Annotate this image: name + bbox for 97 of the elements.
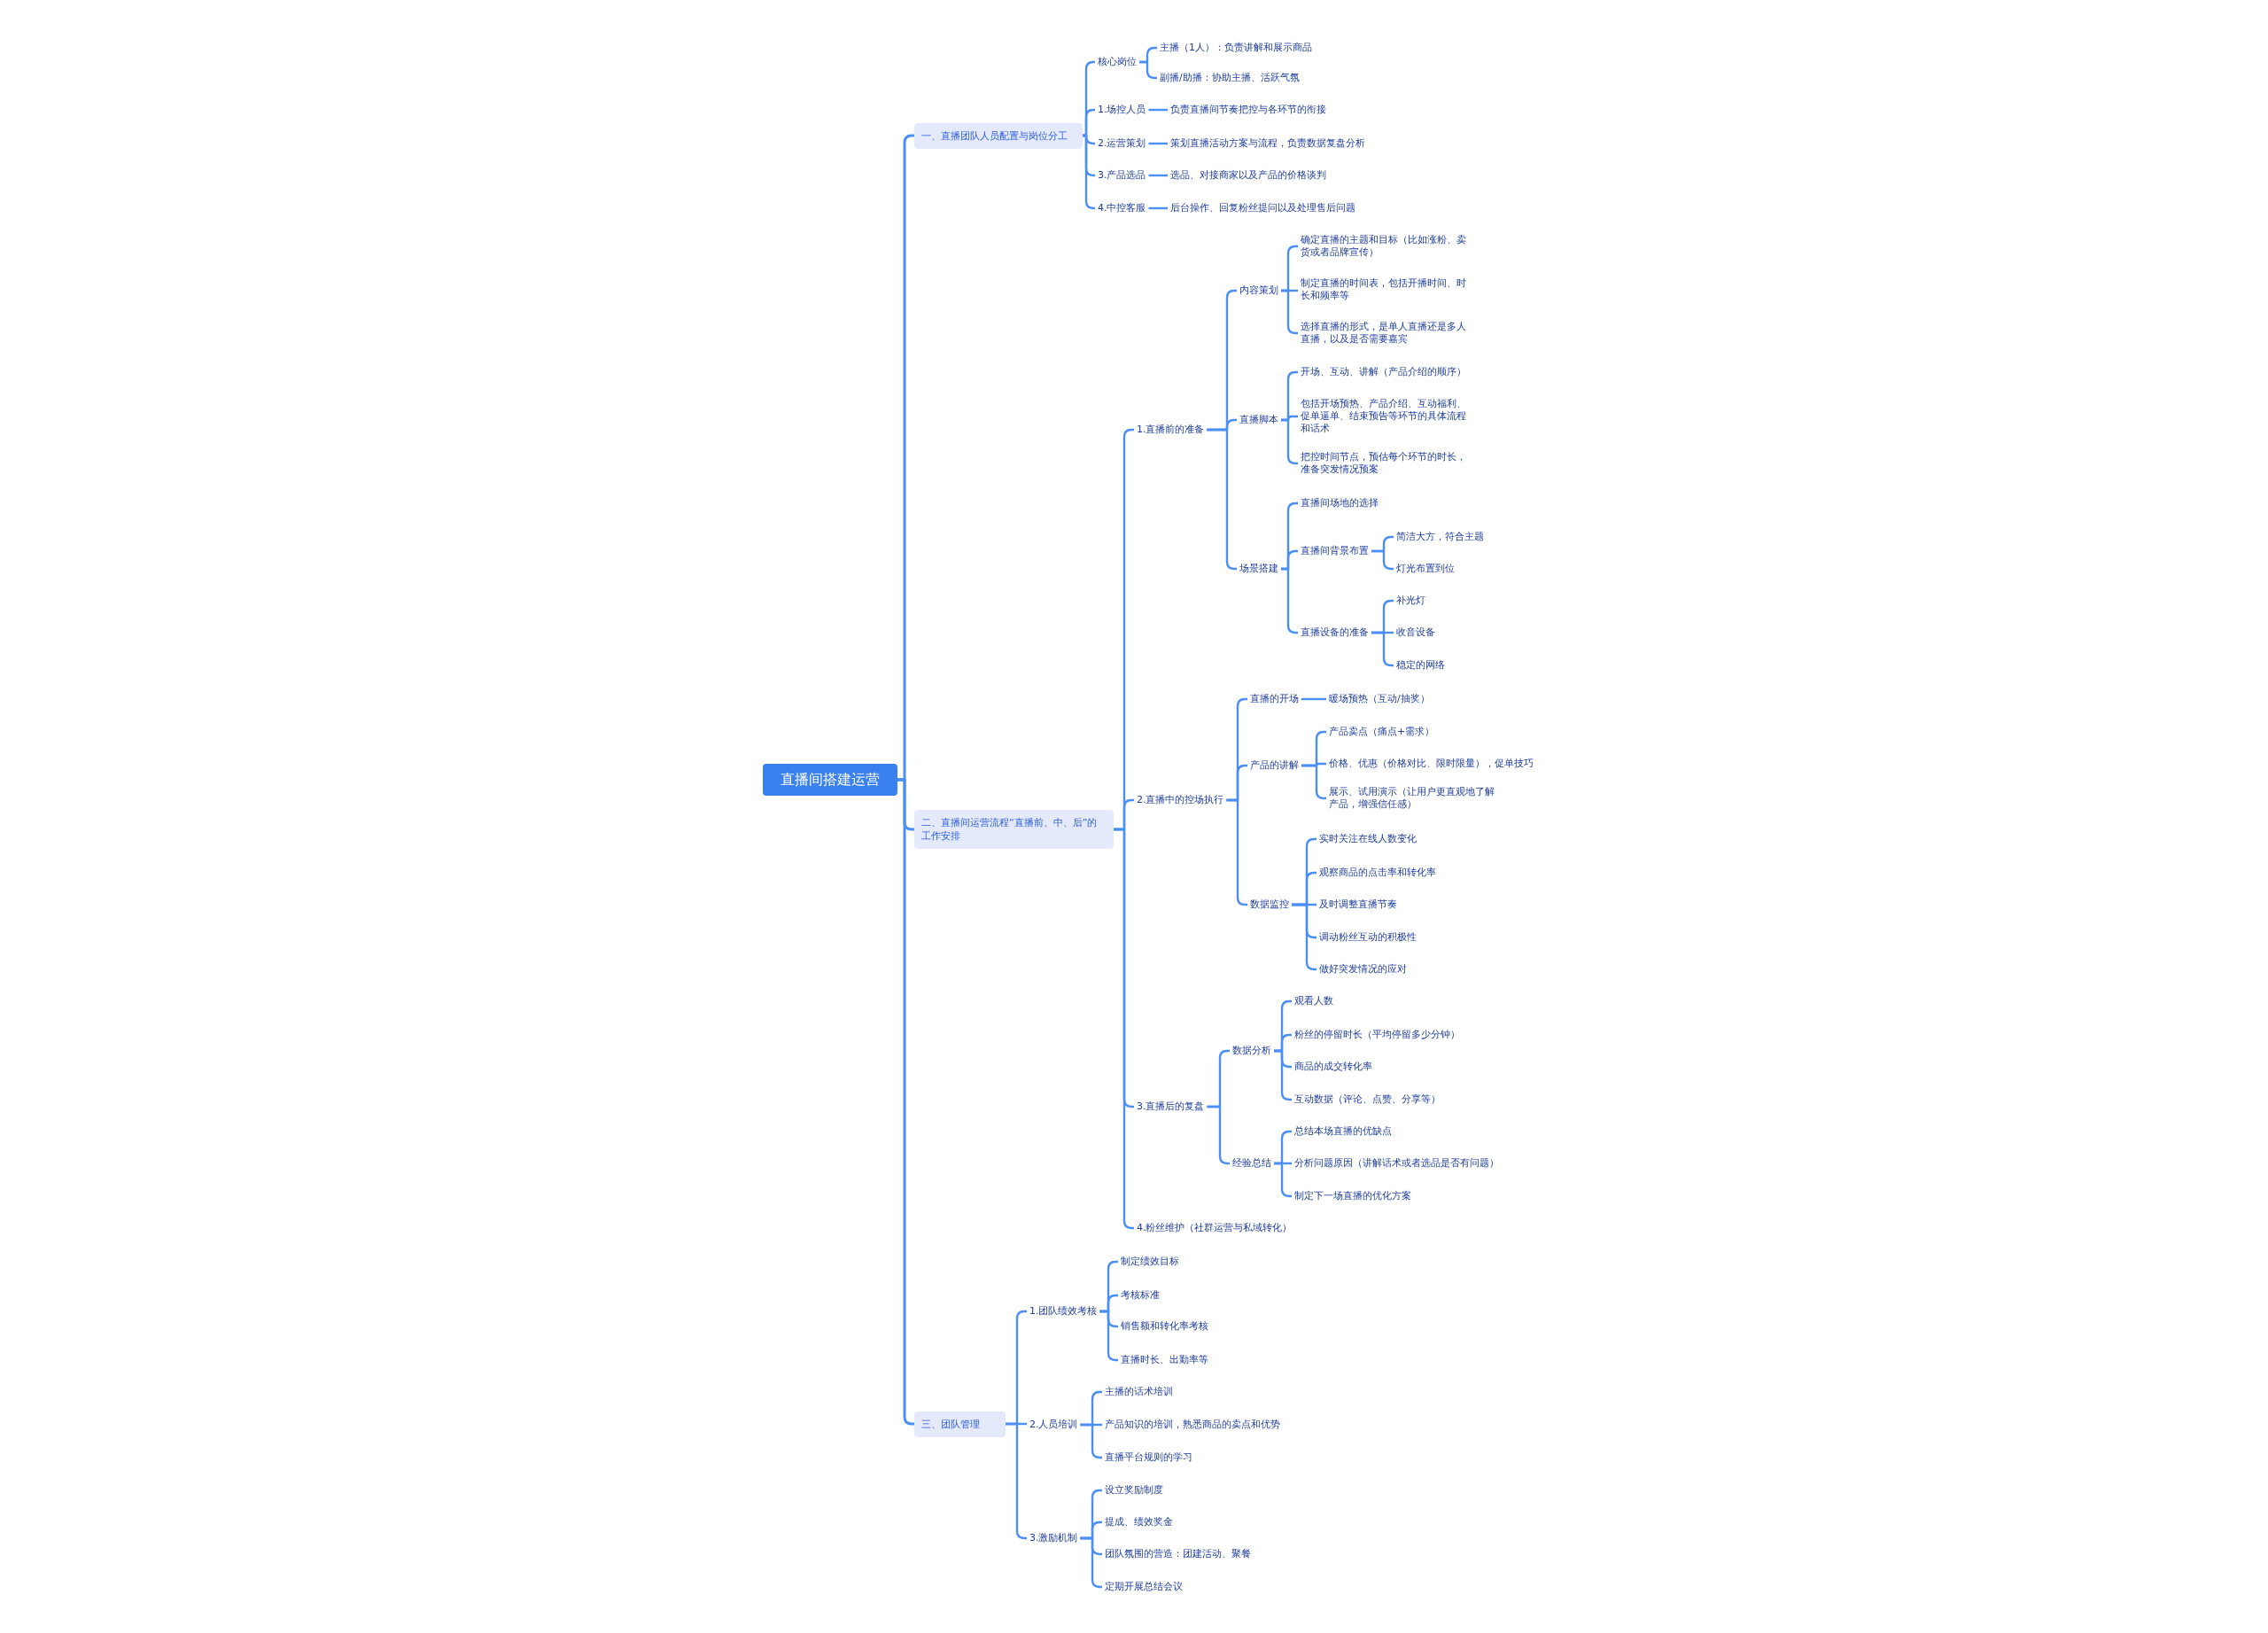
connector-line xyxy=(1148,174,1168,177)
subtopic-text: 粉丝的停留时长（平均停留多少分钟） xyxy=(1292,1028,1463,1042)
subtopic-text: 1.直播前的准备 xyxy=(1134,423,1208,437)
subtopic-text: 核心岗位 xyxy=(1095,55,1139,69)
subtopic-text: 主播（1人）：负责讲解和展示商品 xyxy=(1157,41,1315,55)
main-topic-box: 三、团队管理 xyxy=(914,1411,1006,1437)
subtopic-text: 互动数据（评论、点赞、分享等） xyxy=(1292,1093,1443,1107)
subtopic-text: 数据监控 xyxy=(1247,898,1292,912)
subtopic-text: 展示、试用演示（让用户更直观地了解产品，增强信任感） xyxy=(1326,785,1503,812)
subtopic-text: 选择直播的形式，是单人直播还是多人直播，以及是否需要嘉宾 xyxy=(1298,320,1475,346)
subtopic-text: 3.产品选品 xyxy=(1095,168,1149,183)
connector-line xyxy=(1281,418,1298,465)
connector-line xyxy=(1080,1536,1102,1589)
connector-line xyxy=(1083,134,1095,210)
subtopic-text: 制定直播的时间表，包括开播时间、时长和频率等 xyxy=(1298,276,1475,303)
subtopic-text: 选品、对接商家以及产品的价格谈判 xyxy=(1168,168,1329,183)
connector-line xyxy=(1207,428,1237,571)
subtopic-text: 3.激励机制 xyxy=(1027,1531,1081,1545)
connector-line xyxy=(1274,1049,1292,1101)
subtopic-text: 价格、优惠（价格对比、限时限量），促单技巧 xyxy=(1326,757,1536,771)
subtopic-text: 产品卖点（痛点+需求） xyxy=(1326,725,1438,739)
connector-line xyxy=(1083,108,1095,137)
connector-line xyxy=(1226,798,1247,906)
subtopic-text: 调动粉丝互动的积极性 xyxy=(1317,930,1419,945)
subtopic-text: 考核标准 xyxy=(1118,1288,1162,1303)
subtopic-text: 1.团队绩效考核 xyxy=(1027,1304,1100,1318)
subtopic-text: 做好突发情况的应对 xyxy=(1317,962,1410,976)
subtopic-text: 产品的讲解 xyxy=(1247,758,1301,773)
connector-line xyxy=(1274,1162,1292,1198)
subtopic-text: 策划直播活动方案与流程，负责数据复盘分析 xyxy=(1168,136,1368,151)
subtopic-text: 直播间背景布置 xyxy=(1298,544,1371,558)
subtopic-text: 2.直播中的控场执行 xyxy=(1134,793,1227,807)
subtopic-text: 4.粉丝维护（社群运营与私域转化） xyxy=(1134,1221,1295,1235)
subtopic-text: 副播/助播：协助主播、活跃气氛 xyxy=(1157,71,1302,85)
subtopic-text: 观察商品的点击率和转化率 xyxy=(1317,866,1439,880)
subtopic-text: 2.运营策划 xyxy=(1095,136,1149,151)
subtopic-text: 直播间场地的选择 xyxy=(1298,496,1381,510)
main-topic-box: 二、直播间运营流程“直播前、中、后”的工作安排 xyxy=(914,810,1114,849)
subtopic-text: 直播设备的准备 xyxy=(1298,626,1371,640)
subtopic-text: 负责直播间节奏把控与各环节的衔接 xyxy=(1168,103,1329,117)
subtopic-text: 后台操作、回复粉丝提问以及处理售后问题 xyxy=(1168,201,1358,215)
connector-line xyxy=(1207,1105,1230,1165)
subtopic-text: 暖场预热（互动/抽奖） xyxy=(1326,692,1433,706)
connector-line xyxy=(1139,60,1157,80)
subtopic-text: 确定直播的主题和目标（比如涨粉、卖货或者品牌宣传） xyxy=(1298,233,1475,260)
connector-line xyxy=(1148,108,1168,112)
subtopic-text: 分析问题原因（讲解话术或者选品是否有问题） xyxy=(1292,1156,1502,1170)
subtopic-text: 及时调整直播节奏 xyxy=(1317,898,1400,912)
subtopic-text: 包括开场预热、产品介绍、互动福利、促单逼单、结束预告等环节的具体流程和话术 xyxy=(1298,397,1475,436)
subtopic-text: 团队氛围的营造：团建活动、聚餐 xyxy=(1102,1547,1254,1561)
subtopic-text: 内容策划 xyxy=(1237,284,1281,298)
subtopic-text: 提成、绩效奖金 xyxy=(1102,1515,1176,1529)
subtopic-text: 灯光布置到位 xyxy=(1394,562,1457,576)
subtopic-text: 直播的开场 xyxy=(1247,692,1301,706)
central-topic-box: 直播间搭建运营 xyxy=(763,764,897,796)
connector-line xyxy=(1292,903,1317,971)
subtopic-text: 场景搭建 xyxy=(1237,562,1281,576)
connector-line xyxy=(1281,289,1298,335)
subtopic-text: 2.人员培训 xyxy=(1027,1418,1081,1432)
subtopic-text: 制定绩效目标 xyxy=(1118,1255,1182,1269)
main-topic-box: 一、直播团队人员配置与岗位分工 xyxy=(914,122,1083,149)
subtopic-text: 1.场控人员 xyxy=(1095,103,1149,117)
connector-line xyxy=(1080,1423,1102,1459)
subtopic-text: 制定下一场直播的优化方案 xyxy=(1292,1189,1414,1203)
subtopic-text: 产品知识的培训，熟悉商品的卖点和优势 xyxy=(1102,1418,1283,1432)
subtopic-text: 经验总结 xyxy=(1230,1156,1274,1170)
subtopic-text: 简洁大方，符合主题 xyxy=(1394,530,1487,544)
connector-line xyxy=(1301,764,1326,800)
subtopic-text: 数据分析 xyxy=(1230,1044,1274,1058)
connector-line xyxy=(1148,142,1168,145)
subtopic-text: 直播平台规则的学习 xyxy=(1102,1450,1195,1465)
connector-line xyxy=(1006,1422,1027,1540)
subtopic-text: 收音设备 xyxy=(1394,626,1438,640)
connector-line xyxy=(1371,549,1394,571)
connector-line xyxy=(1371,631,1394,667)
subtopic-text: 补光灯 xyxy=(1394,594,1428,608)
connector-line xyxy=(1114,828,1135,1230)
subtopic-text: 开场、互动、讲解（产品介绍的顺序） xyxy=(1298,365,1469,379)
subtopic-text: 直播脚本 xyxy=(1237,413,1281,427)
subtopic-text: 商品的成交转化率 xyxy=(1292,1060,1375,1074)
subtopic-text: 稳定的网络 xyxy=(1394,658,1448,673)
connector-line xyxy=(1281,567,1298,634)
subtopic-text: 4.中控客服 xyxy=(1095,201,1149,215)
connector-line xyxy=(1301,697,1326,701)
connector-line xyxy=(897,778,915,1426)
subtopic-text: 实时关注在线人数变化 xyxy=(1317,832,1419,846)
subtopic-text: 总结本场直播的优缺点 xyxy=(1292,1124,1394,1139)
subtopic-text: 设立奖励制度 xyxy=(1102,1483,1166,1497)
subtopic-text: 观看人数 xyxy=(1292,994,1336,1008)
subtopic-text: 3.直播后的复盘 xyxy=(1134,1100,1208,1114)
connector-line xyxy=(1148,206,1168,210)
subtopic-text: 直播时长、出勤率等 xyxy=(1118,1353,1211,1367)
subtopic-text: 定期开展总结会议 xyxy=(1102,1580,1185,1594)
connector-line xyxy=(1099,1310,1118,1362)
subtopic-text: 销售额和转化率考核 xyxy=(1118,1319,1211,1334)
subtopic-text: 把控时间节点，预估每个环节的时长，准备突发情况预案 xyxy=(1298,450,1475,477)
subtopic-text: 主播的话术培训 xyxy=(1102,1385,1176,1399)
